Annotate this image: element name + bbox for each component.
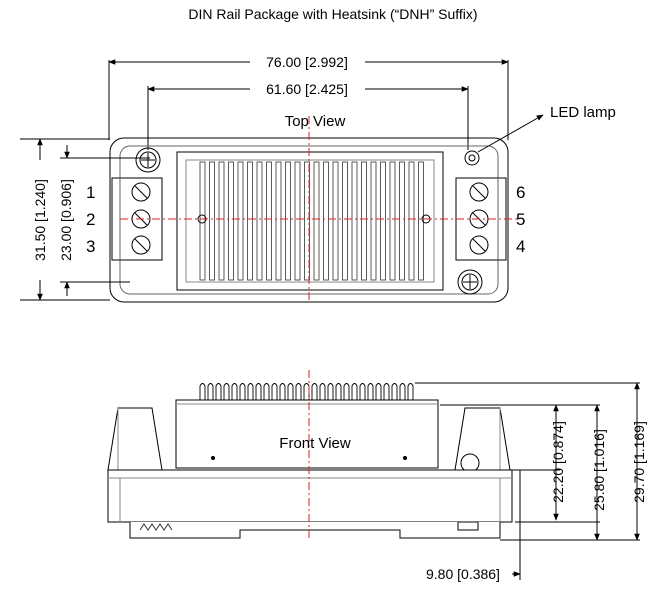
dim-overall-height: 31.50 [1.240] bbox=[32, 179, 48, 261]
pin-label-1: 1 bbox=[86, 183, 95, 202]
pin-label-2: 2 bbox=[86, 210, 95, 229]
dim-bottom: 9.80 [0.386] bbox=[426, 566, 500, 582]
pin-label-6: 6 bbox=[516, 183, 525, 202]
front-body bbox=[107, 469, 513, 523]
front-view bbox=[107, 370, 640, 580]
heatsink-fins bbox=[176, 151, 444, 291]
front-terminal-right bbox=[454, 407, 511, 471]
dim-h3: 29.70 [1.169] bbox=[631, 421, 647, 503]
dim-h1: 22.20 [0.874] bbox=[550, 421, 566, 503]
dim-hole-spacing: 61.60 [2.425] bbox=[266, 81, 348, 97]
dim-overall-width: 76.00 [2.992] bbox=[266, 54, 348, 70]
top-view-label: Top View bbox=[285, 113, 346, 130]
din-rail-clip bbox=[129, 522, 501, 539]
front-view-label: Front View bbox=[279, 435, 351, 452]
screw-top-left bbox=[135, 147, 161, 173]
top-view bbox=[20, 59, 544, 303]
led-lamp-label: LED lamp bbox=[550, 104, 616, 121]
dim-h2: 25.80 [1.016] bbox=[591, 429, 607, 511]
screw-bottom-right bbox=[457, 269, 483, 295]
pin-label-3: 3 bbox=[86, 237, 95, 256]
pin-label-4: 4 bbox=[516, 237, 525, 256]
front-terminal-left bbox=[107, 407, 163, 471]
diagram-title: DIN Rail Package with Heatsink (“DNH” Su… bbox=[188, 6, 478, 22]
pin-label-5: 5 bbox=[516, 210, 525, 229]
dim-inner-height: 23.00 [0.906] bbox=[58, 179, 74, 261]
led-lamp bbox=[464, 150, 480, 166]
